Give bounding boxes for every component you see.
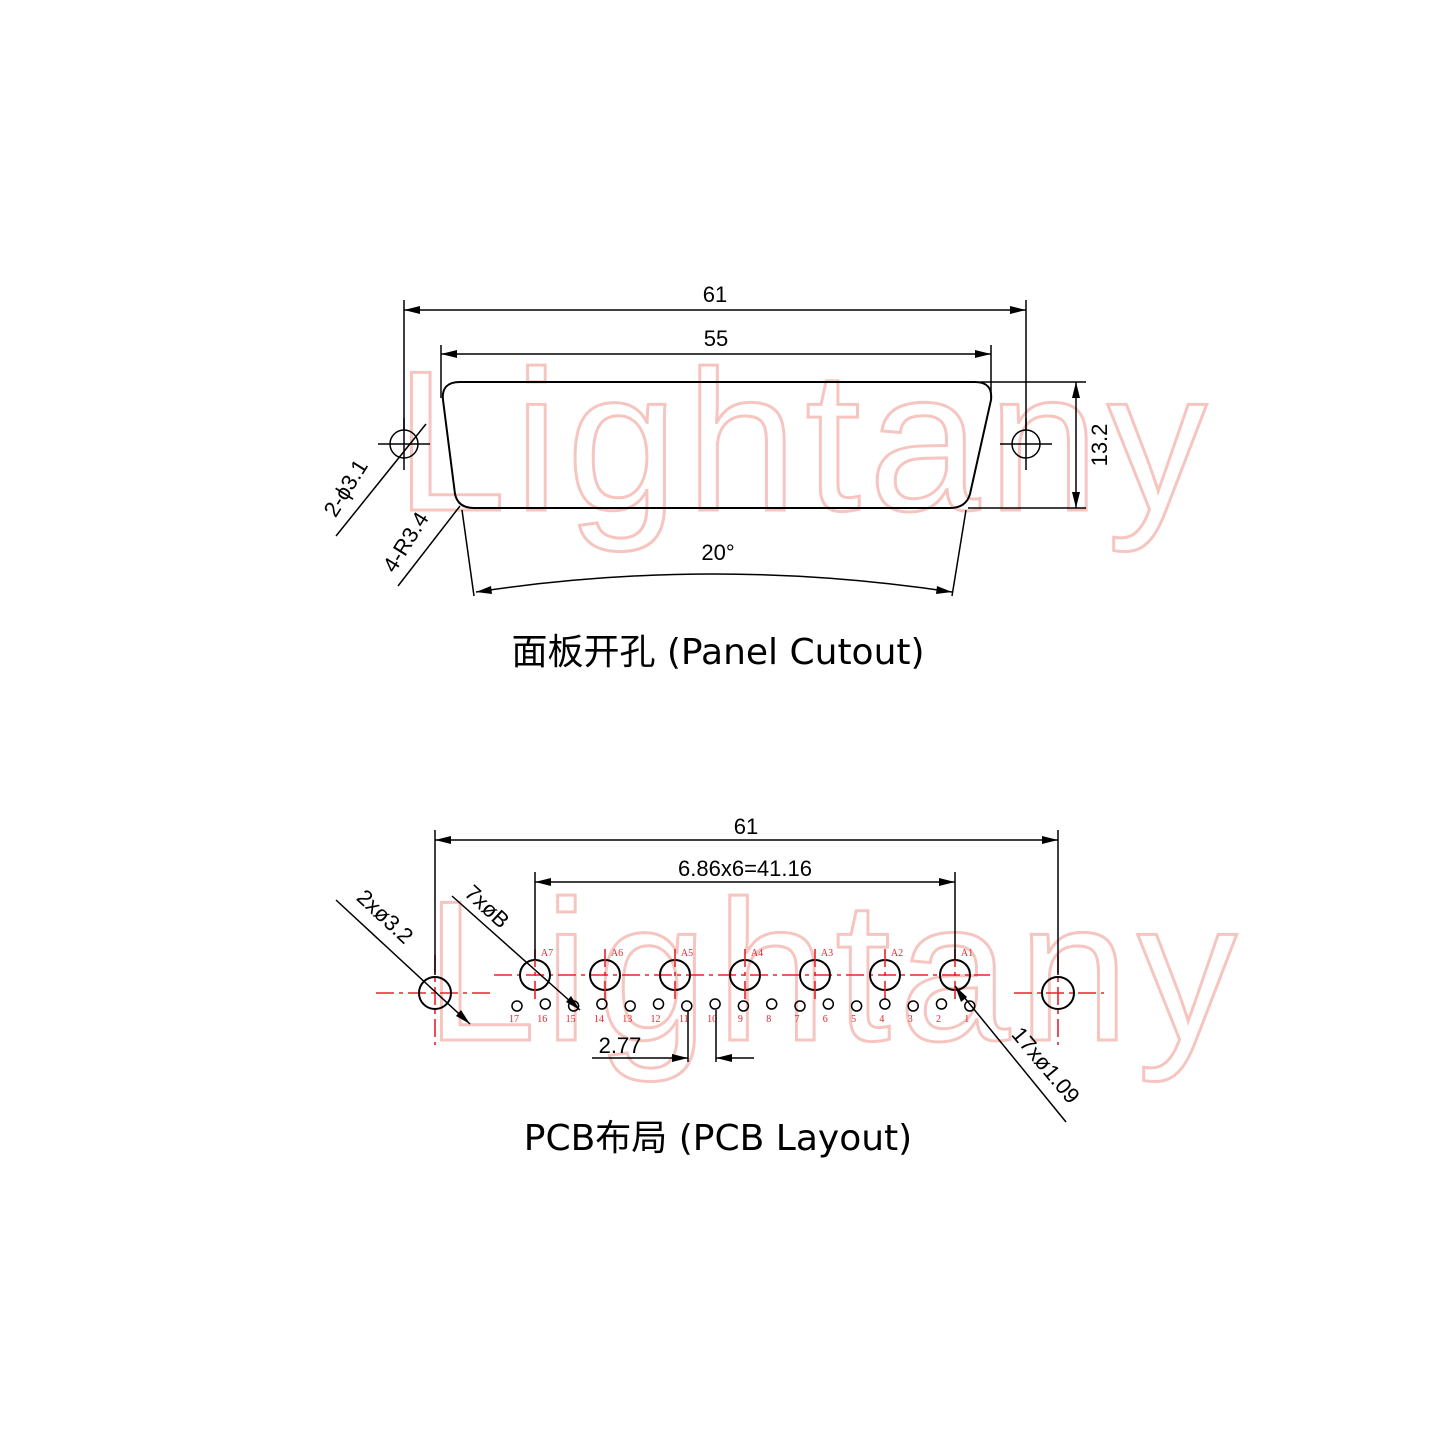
small-pin-label: 17 [509, 1014, 519, 1025]
small-pin-14 [596, 998, 608, 1010]
small-pin-label: 8 [766, 1014, 771, 1025]
small-pin-3 [907, 1000, 919, 1012]
panel-caption: 面板开孔 (Panel Cutout) [511, 632, 924, 673]
leader-holes [335, 423, 427, 537]
small-pin-10 [709, 998, 721, 1010]
small-pin-label: 1 [964, 1014, 969, 1025]
small-pin-label: 3 [908, 1014, 913, 1025]
big-pin-label: A1 [961, 948, 973, 959]
small-pin-label: 9 [738, 1014, 743, 1025]
small-pin-5 [850, 1000, 863, 1012]
dim-cutout-width: 55 [704, 326, 728, 351]
small-pins: 17 16 15 14 13 12 11 10 9 8 7 6 5 4 3 2 1 [509, 998, 976, 1025]
small-pin-11 [681, 1000, 693, 1012]
watermark-bottom: Lightany [425, 860, 1245, 1083]
big-pin-label: A6 [611, 948, 623, 959]
small-pin-label: 5 [851, 1014, 856, 1025]
watermark-top: Lightany [395, 330, 1215, 553]
small-pin-13 [624, 1000, 636, 1012]
dim-cutout-height: 13.2 [1087, 424, 1112, 467]
small-pin-7 [794, 1000, 806, 1012]
leader-mount [335, 899, 471, 1025]
small-pin-12 [652, 998, 665, 1010]
small-pin-label: 16 [537, 1014, 547, 1025]
big-pins: A7 A6 A5 A4 A3 A2 A1 [519, 948, 973, 1001]
small-pin-label: 14 [594, 1014, 604, 1025]
pcb-mount-hole-left [418, 976, 452, 1010]
dim-angle: 20° [701, 540, 734, 565]
pcb-caption: PCB布局 (PCB Layout) [524, 1118, 912, 1159]
pcb-mount-hole-right [1041, 976, 1075, 1010]
pcb-dim-row-pitch: 2.77 [599, 1033, 642, 1058]
small-pin-label: 6 [823, 1014, 828, 1025]
big-pin-label: A4 [751, 948, 763, 959]
dim-hole-callout: 2-ϕ3.1 [318, 455, 372, 521]
pcb-dim-pitch: 6.86x6=41.16 [678, 856, 812, 881]
dim-angle-arc [475, 573, 953, 593]
big-pin-label: A7 [541, 948, 553, 959]
small-pin-6 [822, 998, 835, 1010]
small-pin-17 [511, 1000, 523, 1012]
pcb-dim-mount: 2xø3.2 [352, 884, 418, 948]
small-pin-label: 10 [707, 1014, 717, 1025]
small-pin-9 [737, 1000, 750, 1012]
small-pin-label: 7 [795, 1014, 800, 1025]
small-pin-16 [539, 998, 552, 1010]
small-pin-label: 4 [879, 1014, 884, 1025]
small-pin-8 [765, 998, 778, 1010]
big-pin-label: A2 [891, 948, 903, 959]
small-pin-4 [879, 998, 891, 1010]
big-pin-label: A5 [681, 948, 693, 959]
cutout-outline [441, 381, 993, 509]
small-pin-label: 12 [651, 1014, 661, 1025]
small-pin-label: 11 [679, 1014, 689, 1025]
small-pin-2 [935, 998, 948, 1010]
small-pin-1 [964, 1000, 976, 1012]
leader-big-pins [451, 895, 581, 1011]
big-pin-label: A3 [821, 948, 833, 959]
small-pin-label: 15 [566, 1014, 576, 1025]
small-pin-label: 2 [936, 1014, 941, 1025]
small-pin-label: 13 [622, 1014, 632, 1025]
leader-radius [397, 505, 461, 587]
leader-small-pins [954, 985, 1067, 1123]
pcb-dim-overall: 61 [734, 814, 758, 839]
dim-overall-width: 61 [703, 282, 727, 307]
